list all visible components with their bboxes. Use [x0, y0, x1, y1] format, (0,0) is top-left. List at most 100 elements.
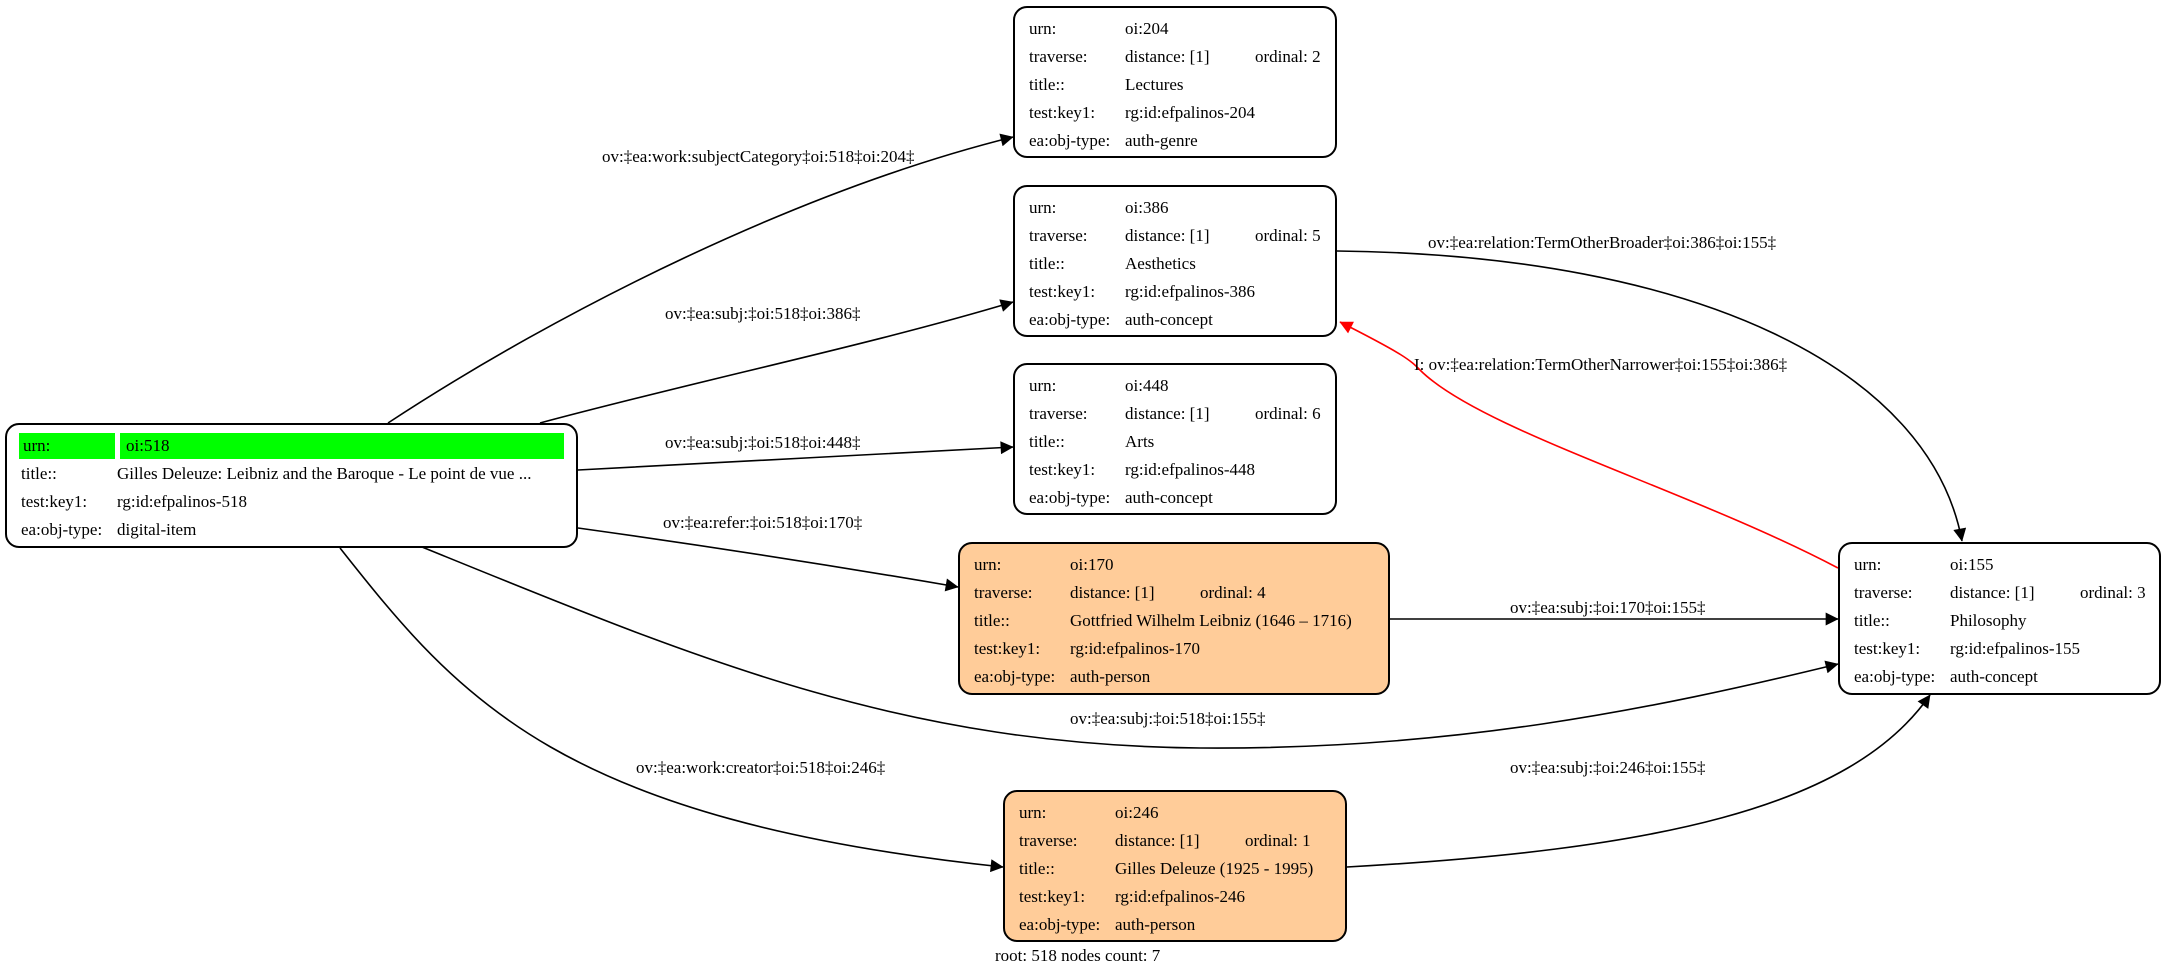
- edge-label-386-155: ov:‡ea:relation:TermOtherBroader‡oi:386‡…: [1428, 233, 1777, 252]
- ordinal-value: ordinal: 6: [1255, 404, 1321, 423]
- urn-key: urn:: [1019, 803, 1047, 822]
- objtype-value: auth-concept: [1125, 488, 1213, 507]
- distance-value: distance: [1]: [1115, 831, 1200, 850]
- objtype-value: auth-concept: [1950, 667, 2038, 686]
- edge-518-155: [421, 546, 1839, 749]
- node-oi-246[interactable]: urn: oi:246 traverse: distance: [1] ordinal…: [1003, 790, 1347, 942]
- objtype-key: ea:obj-type:: [1019, 915, 1101, 934]
- objtype-key: ea:obj-type:: [1029, 488, 1111, 507]
- edge-246-155: [1346, 694, 1931, 868]
- objtype-key: ea:obj-type:: [1029, 131, 1111, 150]
- urn-key: urn:: [974, 555, 1002, 574]
- title-value: Aesthetics: [1125, 254, 1196, 273]
- graph-footer: root: 518 nodes count: 7: [995, 946, 1161, 965]
- distance-value: distance: [1]: [1950, 583, 2035, 602]
- traverse-key: traverse:: [1029, 226, 1088, 245]
- traverse-key: traverse:: [1029, 47, 1088, 66]
- edge-155-386: [1339, 321, 1839, 569]
- testkey-key: test:key1:: [1029, 103, 1096, 122]
- testkey-value: rg:id:efpalinos-170: [1070, 639, 1200, 658]
- edge-label-518-204: ov:‡ea:work:subjectCategory‡oi:518‡oi:20…: [602, 147, 915, 166]
- distance-value: distance: [1]: [1125, 47, 1210, 66]
- urn-value: oi:204: [1125, 19, 1169, 38]
- urn-key: urn:: [23, 436, 51, 455]
- urn-key: urn:: [1029, 376, 1057, 395]
- objtype-value: auth-concept: [1125, 310, 1213, 329]
- title-value: Lectures: [1125, 75, 1184, 94]
- root-urn-row: urn: oi:518: [19, 433, 564, 459]
- edge-label-518-246: ov:‡ea:work:creator‡oi:518‡oi:246‡: [636, 758, 886, 777]
- node-oi-170[interactable]: urn: oi:170 traverse: distance: [1] ordinal…: [958, 542, 1390, 695]
- testkey-key: test:key1:: [1854, 639, 1921, 658]
- node-oi-155[interactable]: urn: oi:155 traverse: distance: [1] ordinal…: [1838, 542, 2161, 695]
- traverse-key: traverse:: [974, 583, 1033, 602]
- title-key: title::: [1029, 75, 1065, 94]
- traverse-key: traverse:: [1029, 404, 1088, 423]
- urn-value: oi:246: [1115, 803, 1159, 822]
- urn-value: oi:448: [1125, 376, 1169, 395]
- testkey-value: rg:id:efpalinos-518: [117, 492, 247, 511]
- testkey-key: test:key1:: [1029, 282, 1096, 301]
- traverse-key: traverse:: [1019, 831, 1078, 850]
- objtype-value: auth-genre: [1125, 131, 1198, 150]
- testkey-value: rg:id:efpalinos-155: [1950, 639, 2080, 658]
- title-key: title::: [974, 611, 1010, 630]
- testkey-value: rg:id:efpalinos-246: [1115, 887, 1245, 906]
- edge-label-518-155: ov:‡ea:subj:‡oi:518‡oi:155‡: [1070, 709, 1266, 728]
- urn-value: oi:386: [1125, 198, 1169, 217]
- title-value: Gottfried Wilhelm Leibniz (1646 – 1716): [1070, 611, 1352, 630]
- distance-value: distance: [1]: [1125, 226, 1210, 245]
- edge-label-518-448: ov:‡ea:subj:‡oi:518‡oi:448‡: [665, 433, 861, 452]
- distance-value: distance: [1]: [1070, 583, 1155, 602]
- edge-518-170: [577, 527, 959, 592]
- objtype-value: digital-item: [117, 520, 197, 539]
- node-oi-518-root[interactable]: urn: oi:518 title::Gilles Deleuze: Leibn…: [5, 423, 578, 548]
- urn-key: urn:: [1029, 19, 1057, 38]
- testkey-key: test:key1:: [1019, 887, 1086, 906]
- ordinal-value: ordinal: 2: [1255, 47, 1321, 66]
- objtype-key: ea:obj-type:: [974, 667, 1056, 686]
- row-divider: [115, 433, 120, 459]
- title-key: title::: [21, 464, 57, 483]
- title-key: title::: [1854, 611, 1890, 630]
- objtype-key: ea:obj-type:: [1029, 310, 1111, 329]
- edge-518-448: [577, 441, 1014, 471]
- title-value: Gilles Deleuze: Leibniz and the Baroque …: [117, 464, 532, 483]
- edge-label-518-170: ov:‡ea:refer:‡oi:518‡oi:170‡: [663, 513, 863, 532]
- traverse-key: traverse:: [1854, 583, 1913, 602]
- testkey-key: test:key1:: [974, 639, 1041, 658]
- objtype-key: ea:obj-type:: [1854, 667, 1936, 686]
- edge-label-246-155: ov:‡ea:subj:‡oi:246‡oi:155‡: [1510, 758, 1706, 777]
- node-oi-448[interactable]: urn: oi:448 traverse: distance: [1] ordinal…: [1013, 363, 1337, 515]
- ordinal-value: ordinal: 3: [2080, 583, 2146, 602]
- edge-label-155-386: I: ov:‡ea:relation:TermOtherNarrower‡oi:…: [1414, 355, 1788, 374]
- title-key: title::: [1019, 859, 1055, 878]
- edge-518-386: [539, 299, 1014, 424]
- distance-value: distance: [1]: [1125, 404, 1210, 423]
- title-key: title::: [1029, 254, 1065, 273]
- edge-label-170-155: ov:‡ea:subj:‡oi:170‡oi:155‡: [1510, 598, 1706, 617]
- objtype-value: auth-person: [1070, 667, 1151, 686]
- ordinal-value: ordinal: 5: [1255, 226, 1321, 245]
- ordinal-value: ordinal: 1: [1245, 831, 1311, 850]
- testkey-key: test:key1:: [21, 492, 88, 511]
- node-oi-386[interactable]: urn:oi:386 traverse:distance: [1]ordinal…: [1013, 185, 1337, 337]
- urn-key: urn:: [1854, 555, 1882, 574]
- testkey-value: rg:id:efpalinos-204: [1125, 103, 1255, 122]
- objtype-value: auth-person: [1115, 915, 1196, 934]
- ordinal-value: ordinal: 4: [1200, 583, 1266, 602]
- edge-386-155: [1336, 250, 1967, 542]
- title-key: title::: [1029, 432, 1065, 451]
- edge-label-518-386: ov:‡ea:subj:‡oi:518‡oi:386‡: [665, 304, 861, 323]
- title-value: Gilles Deleuze (1925 - 1995): [1115, 859, 1314, 878]
- urn-value: oi:518: [126, 436, 170, 455]
- testkey-key: test:key1:: [1029, 460, 1096, 479]
- edge-518-204: [387, 133, 1014, 424]
- testkey-value: rg:id:efpalinos-448: [1125, 460, 1255, 479]
- node-oi-204[interactable]: urn: oi:204 traverse: distance: [1] ordinal…: [1013, 6, 1337, 158]
- title-value: Philosophy: [1950, 611, 2027, 630]
- urn-value: oi:155: [1950, 555, 1994, 574]
- urn-value: oi:170: [1070, 555, 1114, 574]
- title-value: Arts: [1125, 432, 1155, 451]
